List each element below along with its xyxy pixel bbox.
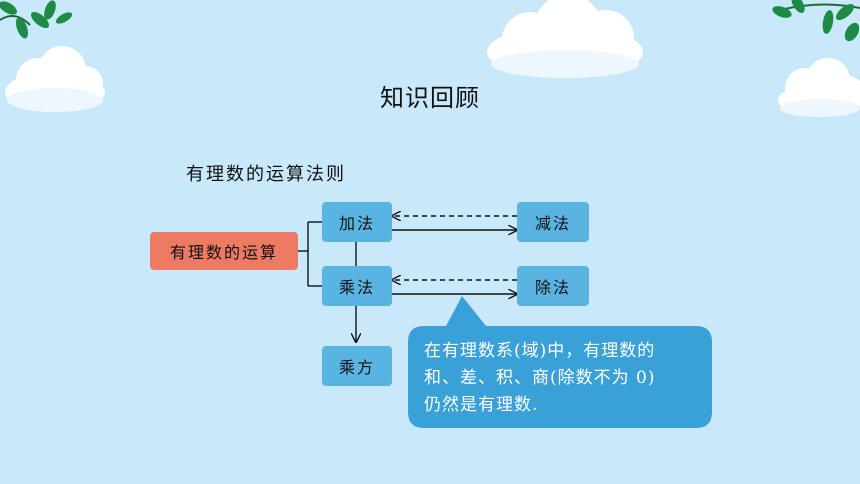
note-line-1: 在有理数系(域)中，有理数的 <box>424 341 656 361</box>
cloud-right-icon <box>778 58 860 117</box>
diagram-subtitle: 有理数的运算法则 <box>186 164 346 185</box>
node-addition: 加法 <box>322 202 392 242</box>
leaves-left-icon <box>0 0 73 39</box>
note-bubble-shape <box>408 296 712 428</box>
note-line-3: 仍然是有理数. <box>424 395 539 415</box>
node-multiplication: 乘法 <box>322 266 392 306</box>
page-title: 知识回顾 <box>380 84 480 112</box>
cloud-center-icon <box>487 0 643 78</box>
node-power: 乘方 <box>322 346 392 386</box>
node-subtraction: 减法 <box>517 202 589 242</box>
leaves-right-icon <box>772 0 860 42</box>
cloud-left-icon <box>5 46 105 112</box>
node-division: 除法 <box>517 266 589 306</box>
note-line-2: 和、差、积、商(除数不为 0) <box>424 368 656 388</box>
node-root-operations: 有理数的运算 <box>150 232 298 270</box>
note-text: 在有理数系(域)中，有理数的 和、差、积、商(除数不为 0) 仍然是有理数. <box>424 338 714 419</box>
